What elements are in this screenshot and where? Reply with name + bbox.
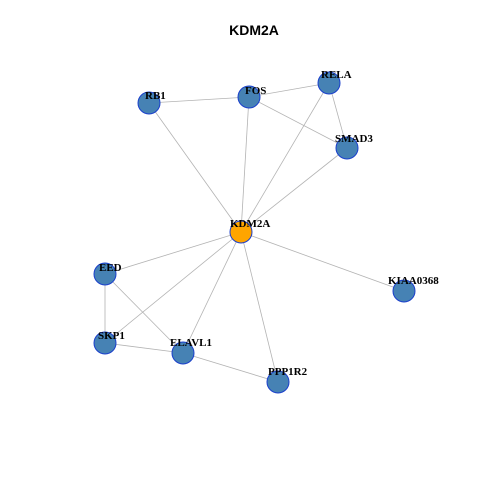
edge-elavl1-ppp1r2 [182, 352, 279, 383]
edge-kdm2a-kiaa0368 [240, 231, 405, 292]
node-kiaa0368: KIAA0368 [388, 275, 439, 303]
node-circle-smad3 [335, 136, 359, 160]
node-circle-ppp1r2 [266, 370, 290, 394]
node-circle-elavl1 [171, 341, 195, 365]
edge-smad3-kdm2a [240, 147, 348, 233]
node-label-elavl1: ELAVL1 [170, 337, 212, 349]
node-circle-skp1 [93, 331, 117, 355]
node-skp1: SKP1 [93, 330, 125, 355]
node-circle-fos [237, 85, 261, 109]
node-eed: EED [93, 262, 122, 286]
edge-fos-rela [248, 82, 330, 98]
edge-rb1-kdm2a [148, 102, 242, 233]
edge-fos-kdm2a [240, 96, 250, 233]
node-label-kiaa0368: KIAA0368 [388, 275, 439, 287]
node-label-rb1: RB1 [145, 90, 166, 102]
node-circle-rb1 [137, 91, 161, 115]
edge-kdm2a-skp1 [104, 231, 242, 344]
node-label-eed: EED [99, 262, 122, 274]
edge-skp1-elavl1 [104, 342, 184, 354]
edge-layer [104, 82, 405, 383]
node-label-rela: RELA [321, 69, 352, 81]
node-label-fos: FOS [245, 85, 266, 97]
node-smad3: SMAD3 [335, 133, 373, 160]
node-circle-kiaa0368 [392, 279, 416, 303]
node-ppp1r2: PPP1R2 [266, 366, 308, 394]
node-circle-kdm2a [229, 220, 253, 244]
edge-kdm2a-elavl1 [182, 231, 242, 354]
node-fos: FOS [237, 85, 266, 109]
node-circle-eed [93, 262, 117, 286]
node-rela: RELA [317, 69, 352, 95]
edge-rb1-fos [148, 96, 250, 104]
edge-eed-elavl1 [104, 273, 184, 354]
node-label-ppp1r2: PPP1R2 [268, 366, 308, 378]
edge-kdm2a-eed [104, 231, 242, 275]
edge-kdm2a-ppp1r2 [240, 231, 279, 383]
edge-fos-smad3 [248, 96, 348, 149]
node-rb1: RB1 [137, 90, 166, 115]
edge-rela-kdm2a [240, 82, 330, 233]
node-elavl1: ELAVL1 [170, 337, 212, 365]
node-circle-rela [317, 71, 341, 95]
node-label-skp1: SKP1 [98, 330, 125, 342]
node-label-smad3: SMAD3 [335, 133, 373, 145]
graph-title: KDM2A [229, 22, 279, 38]
node-label-kdm2a: KDM2A [230, 218, 270, 230]
node-kdm2a: KDM2A [229, 218, 270, 244]
